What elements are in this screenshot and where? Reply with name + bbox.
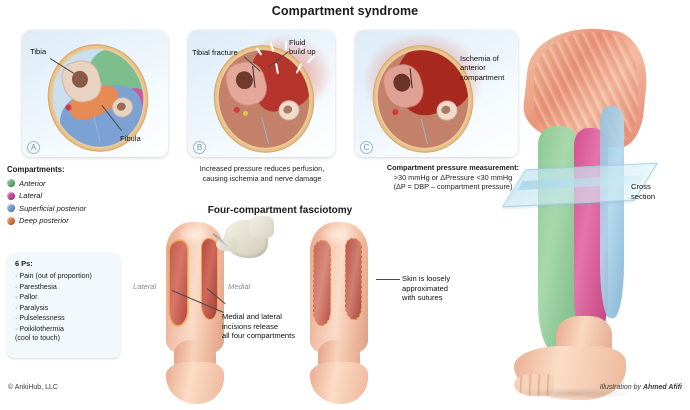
medial-incision-left [201, 238, 218, 320]
ps-label-poikilothermia: Poikilothermia (cool to touch) [15, 324, 64, 342]
legend-dot-anterior [7, 179, 15, 188]
hand-wrist [250, 216, 274, 238]
ps-label-paresthesia: Paresthesia [19, 282, 57, 291]
six-ps-box: 6 Ps: · Pain (out of proportion) · Pares… [7, 253, 120, 358]
credit-name: Ahmed Afifi [642, 384, 682, 391]
foot-right [310, 362, 368, 404]
legend-dot-deep-posterior [7, 216, 15, 225]
legend-dot-superficial-posterior [7, 204, 15, 213]
leg-with-incisions [152, 222, 238, 404]
illustration-credit: Illustration by Ahmed Afifi [600, 384, 682, 391]
ps-item-paresthesia: · Paresthesia [15, 282, 57, 291]
septum-c [420, 118, 429, 145]
ps-label-pulselessness: Pulselessness [19, 314, 65, 323]
panel-a-normal-cross-section: Tibia Fibula A [22, 30, 168, 157]
note-incisions: Medial and lateral incisions release all… [222, 312, 296, 341]
foot-shadow-3d [512, 388, 636, 399]
legend-item-superficial-posterior: Superficial posterior [7, 202, 137, 215]
legend-label-lateral: Lateral [19, 191, 43, 201]
legend-item-deep-posterior: Deep posterior [7, 215, 137, 228]
label-medial: Medial [228, 282, 251, 291]
label-ischemia-anterior: Ischemia of anterior compartment [460, 54, 505, 82]
caption-c-title: Compartment pressure measurement: [386, 163, 520, 172]
septum-b [261, 116, 270, 145]
caption-panel-c: Compartment pressure measurement: >30 mm… [360, 163, 546, 192]
legend-dot-lateral [7, 191, 15, 200]
leg-with-sutures [296, 222, 382, 404]
sutured-wound-lateral [313, 240, 331, 326]
note-sutures: Skin is loosely approximated with suture… [402, 274, 451, 303]
legend-item-lateral: Lateral [7, 190, 137, 203]
ps-label-paralysis: Paralysis [19, 303, 49, 312]
panel-letter-b: B [193, 141, 206, 154]
panel-letter-c: C [360, 141, 373, 154]
ps-item-pain: · Pain (out of proportion) [15, 272, 92, 280]
legend-label-deep-posterior: Deep posterior [19, 216, 69, 226]
ps-item-paralysis: · Paralysis [15, 303, 49, 312]
gloved-hand [210, 216, 274, 278]
ps-item-pulselessness: · Pulselessness [15, 314, 65, 323]
nerve-b [242, 110, 249, 117]
posterior-compartment-3d [600, 106, 624, 318]
leg-anatomy-3d [502, 22, 690, 400]
caption-c-line3: (ΔP = DBP – compartment pressure) [393, 182, 513, 192]
caption-c-line2: >30 mmHg or ΔPressure <30 mmHg [393, 172, 513, 182]
ps-label-pain: Pain (out of proportion) [19, 272, 92, 280]
panel-c-ischemia: Ischemia of anterior compartment C [355, 30, 518, 157]
six-ps-title: 6 Ps: [15, 259, 33, 268]
cross-section-art-c [361, 34, 485, 157]
ps-item-pallor: · Pallor [15, 293, 38, 302]
artery-c [391, 108, 399, 116]
cross-section-art-b [202, 34, 330, 157]
legend-title: Compartments: [7, 165, 65, 174]
label-cross-section: Cross section [631, 182, 656, 201]
label-fluid-build-up: Fluid build up [289, 38, 316, 57]
artery-b [233, 106, 241, 114]
legend-item-anterior: Anterior [7, 177, 137, 190]
label-fibula: Fibula [120, 134, 141, 143]
lateral-incision-left [169, 240, 188, 326]
ps-item-poikilothermia: · Poikilothermia (cool to touch) [15, 324, 64, 342]
page-title: Compartment syndrome [271, 4, 419, 18]
panel-letter-a: A [27, 141, 40, 154]
label-tibial-fracture: Tibial fracture [192, 48, 238, 57]
toes-3d [514, 374, 554, 396]
foot-left [166, 362, 224, 404]
legend-label-superficial-posterior: Superficial posterior [19, 203, 87, 213]
legend-label-anterior: Anterior [19, 178, 46, 188]
copyright-text: © AnkiHub, LLC [8, 384, 58, 391]
leader-sutures [376, 279, 400, 280]
caption-panel-b: Increased pressure reduces perfusion, ca… [199, 164, 325, 183]
label-lateral: Lateral [133, 282, 157, 291]
fasciotomy-title: Four-compartment fasciotomy [207, 205, 353, 216]
label-tibia: Tibia [30, 47, 47, 56]
credit-prefix: Illustration by [599, 384, 643, 391]
compartments-legend: Compartments: Anterior Lateral Superfici… [7, 165, 137, 227]
ps-label-pallor: Pallor [19, 293, 38, 302]
sutured-wound-medial [345, 238, 362, 320]
panel-b-increased-pressure: Tibial fracture Fluid build up B [188, 30, 335, 157]
